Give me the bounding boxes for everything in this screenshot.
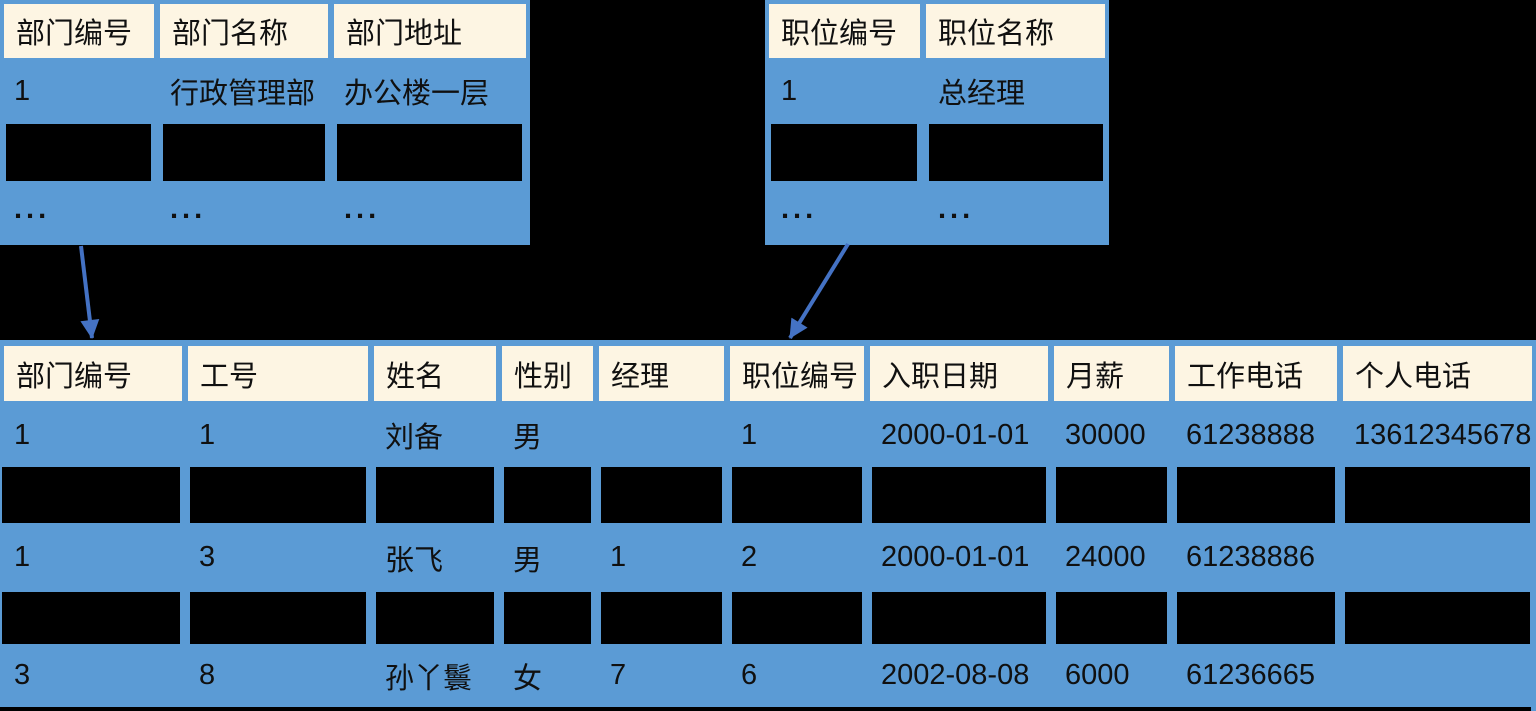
redacted-cell <box>1345 467 1530 523</box>
department-table: 部门编号 部门名称 部门地址 1 行政管理部 办公楼一层 ... ... ... <box>0 0 530 245</box>
employee-cell: 张飞 <box>385 544 444 577</box>
employee-cell: 男 <box>513 544 543 577</box>
employee-cell: 7 <box>610 659 627 691</box>
employee-cell: 2002-08-08 <box>881 659 1030 691</box>
employee-cell: 2 <box>741 541 758 573</box>
redacted-cell <box>1056 467 1167 523</box>
department-header-cell: 部门名称 <box>160 4 328 58</box>
position-header-cell: 职位编号 <box>769 4 920 58</box>
redacted-cell <box>2 467 180 523</box>
position-header-cell: 职位名称 <box>926 4 1105 58</box>
redacted-cell <box>0 707 1531 711</box>
employee-cell: 6 <box>741 659 758 691</box>
employee-cell: 3 <box>199 541 216 573</box>
redacted-cell <box>376 592 494 644</box>
redacted-cell <box>163 124 325 181</box>
redacted-cell <box>6 124 151 181</box>
department-header-cell: 部门地址 <box>334 4 526 58</box>
employee-cell: 3 <box>14 659 31 691</box>
employee-header-cell: 性别 <box>502 346 593 401</box>
redacted-cell <box>1345 592 1530 644</box>
redacted-cell <box>929 124 1103 181</box>
employee-cell: 1 <box>199 418 216 451</box>
employee-cell: 30000 <box>1065 418 1146 451</box>
employee-header-cell: 月薪 <box>1054 346 1169 401</box>
employee-cell: 女 <box>513 662 543 695</box>
employee-cell: 24000 <box>1065 541 1146 573</box>
redacted-cell <box>504 467 591 523</box>
department-fk-arrow <box>79 245 100 339</box>
employee-header-cell: 工号 <box>188 346 368 401</box>
employee-cell: 2000-01-01 <box>881 418 1030 451</box>
redacted-cell <box>1177 592 1335 644</box>
employee-cell: 1 <box>610 541 627 573</box>
employee-cell: 61238886 <box>1186 541 1316 573</box>
employee-cell: 1 <box>14 541 31 573</box>
department-cell: 1 <box>14 74 31 107</box>
employee-header-cell: 姓名 <box>374 346 496 401</box>
employee-header-cell: 职位编号 <box>730 346 864 401</box>
employee-cell: 2000-01-01 <box>881 541 1030 573</box>
employee-cell: 1 <box>741 418 758 451</box>
employee-cell: 8 <box>199 659 216 691</box>
employee-header-cell: 入职日期 <box>870 346 1048 401</box>
position-cell: 1 <box>781 74 798 107</box>
position-table: 职位编号 职位名称 1 总经理 ... ... <box>765 0 1109 245</box>
redacted-cell <box>1177 467 1335 523</box>
employee-cell: 1 <box>14 418 31 451</box>
department-cell: 行政管理部 <box>170 78 316 110</box>
redacted-cell <box>504 592 591 644</box>
redacted-cell <box>872 592 1046 644</box>
employee-header-cell: 个人电话 <box>1343 346 1532 401</box>
redacted-cell <box>732 592 862 644</box>
redacted-cell <box>2 592 180 644</box>
employee-cell: 男 <box>513 422 543 454</box>
redacted-cell <box>601 467 722 523</box>
employee-cell: 6000 <box>1065 659 1130 691</box>
employee-header-cell: 部门编号 <box>4 346 182 401</box>
ellipsis-cell: ... <box>781 192 818 225</box>
department-cell: 办公楼一层 <box>344 78 490 110</box>
redacted-cell <box>190 592 366 644</box>
employee-header-cell: 经理 <box>599 346 724 401</box>
redacted-cell <box>872 467 1046 523</box>
ellipsis-cell: ... <box>344 192 381 225</box>
redacted-cell <box>1056 592 1167 644</box>
position-fk-arrow <box>788 242 850 340</box>
redacted-cell <box>732 467 862 523</box>
redacted-cell <box>376 467 494 523</box>
employee-cell: 61238888 <box>1186 418 1316 451</box>
employee-cell: 刘备 <box>385 422 444 454</box>
employee-cell: 61236665 <box>1186 659 1316 691</box>
redacted-cell <box>771 124 917 181</box>
employee-table: 部门编号 工号 姓名 性别 经理 职位编号 入职日期 月薪 工作电话 个人电话 … <box>0 340 1536 711</box>
ellipsis-cell: ... <box>170 192 207 225</box>
ellipsis-cell: ... <box>938 192 975 225</box>
department-header-cell: 部门编号 <box>4 4 154 58</box>
employee-cell: 13612345678 <box>1354 418 1532 451</box>
redacted-cell <box>601 592 722 644</box>
ellipsis-cell: ... <box>14 192 51 225</box>
redacted-cell <box>190 467 366 523</box>
redacted-cell <box>337 124 522 181</box>
employee-header-cell: 工作电话 <box>1175 346 1337 401</box>
position-cell: 总经理 <box>938 78 1026 110</box>
employee-cell: 孙丫鬟 <box>385 662 473 695</box>
